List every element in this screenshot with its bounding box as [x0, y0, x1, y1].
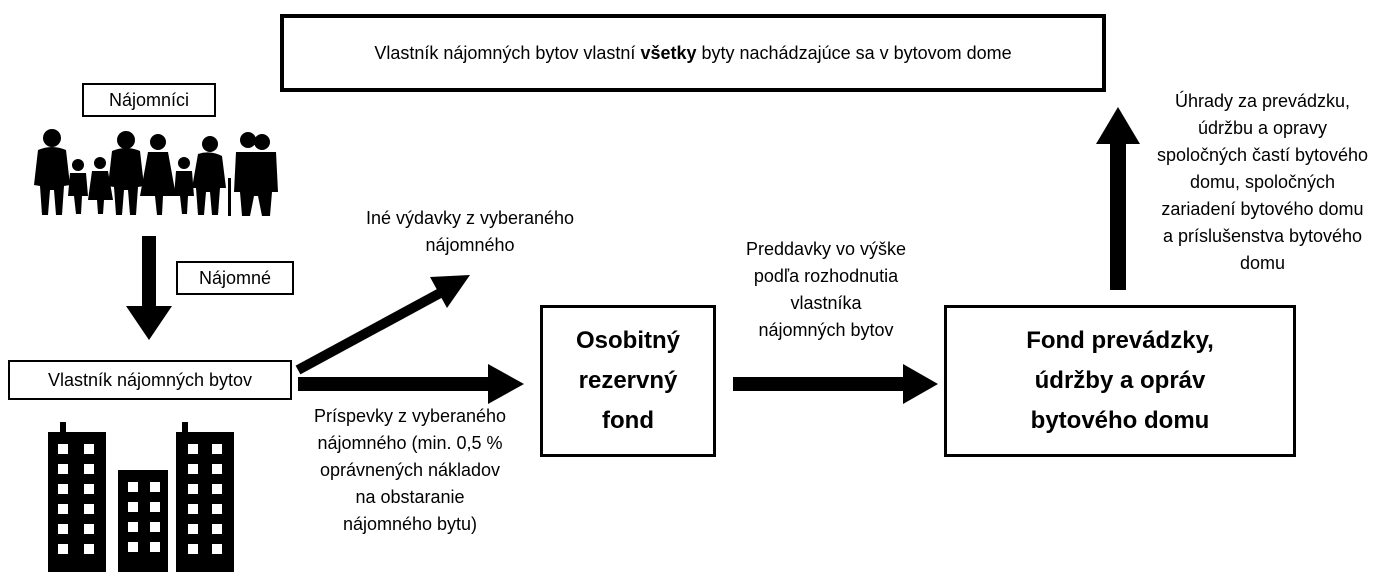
operations-fund-box: Fond prevádzky, údržby a opráv bytového … [944, 305, 1296, 457]
rent-arrow [126, 236, 172, 340]
reserve-fund-label: Osobitný rezervný fond [575, 327, 680, 434]
owner-label: Vlastník nájomných bytov [47, 369, 253, 390]
operations-fund-label: Fond prevádzky, údržby a opráv bytového … [1026, 327, 1214, 434]
tenants-label-box: Nájomníci [82, 83, 216, 117]
reserve-fund-box: Osobitný rezervný fond [540, 305, 716, 457]
advances-text: Preddavky vo výške podľa rozhodnutia vla… [745, 239, 907, 340]
payments-arrow [1096, 107, 1140, 290]
apartment-buildings-icon [48, 422, 234, 572]
top-banner-text-after: byty nachádzajúce sa v bytovom dome [696, 42, 1012, 63]
top-banner-text-bold: všetky [640, 42, 697, 63]
advances-arrow [733, 364, 938, 404]
other-expenses-arrow [295, 275, 470, 375]
other-expenses-text: Iné výdavky z vyberaného nájomného [365, 208, 575, 255]
rent-label-box: Nájomné [176, 261, 294, 295]
tenants-label: Nájomníci [108, 89, 190, 110]
owner-box: Vlastník nájomných bytov [8, 360, 292, 400]
top-banner: Vlastník nájomných bytov vlastní všetky … [280, 14, 1106, 92]
top-banner-text-before: Vlastník nájomných bytov vlastní [374, 42, 641, 63]
contributions-text: Príspevky z vyberaného nájomného (min. 0… [313, 406, 507, 534]
payments-text: Úhrady za prevádzku, údržbu a opravy spo… [1156, 91, 1369, 273]
rent-label: Nájomné [198, 267, 272, 288]
contributions-arrow [298, 364, 524, 404]
family-silhouette-icon [34, 129, 278, 216]
